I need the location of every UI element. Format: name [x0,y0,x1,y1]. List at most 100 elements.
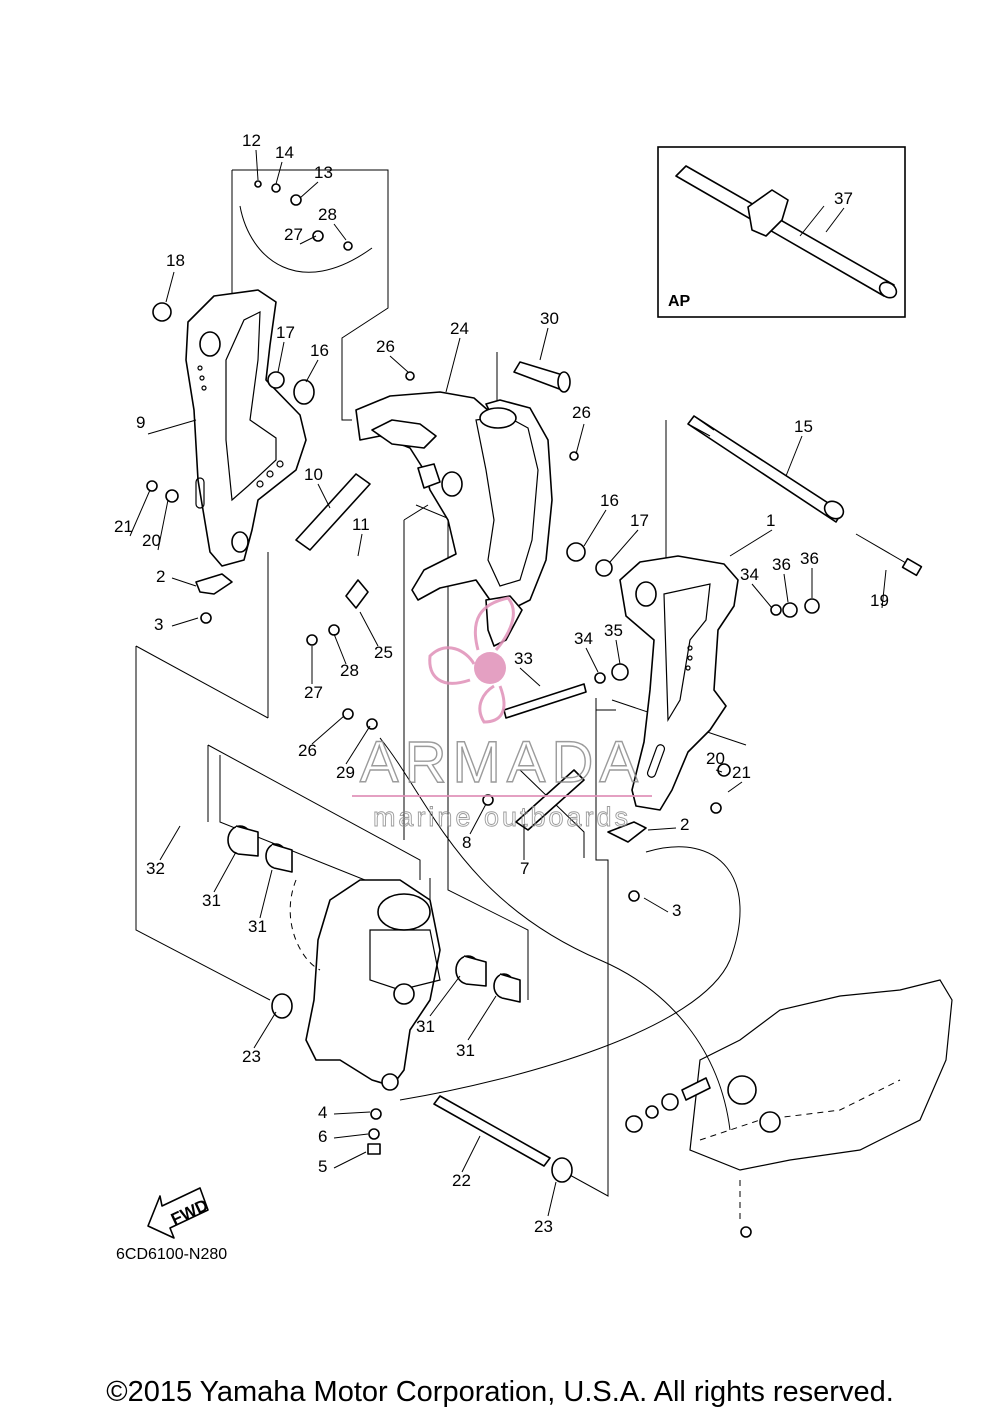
drawing-code: 6CD6100-N280 [116,1246,228,1263]
callout-31: 31 [202,891,221,910]
leader-line [165,271,175,303]
leader-line [305,359,319,383]
leader-line [333,633,347,665]
watermark-brand: ARMADA [360,730,644,795]
inset-box-ap: AP [657,146,906,318]
leader-line [333,223,347,241]
leader-line [159,825,181,861]
bushings-31 [227,825,573,1183]
callout-21: 21 [732,763,751,782]
leader-line [171,577,197,587]
callout-14: 14 [275,143,294,162]
callout-25: 25 [374,643,393,662]
leader-line [461,1135,481,1173]
callout-37: 37 [834,189,853,208]
copyright-notice: ©2015 Yamaha Motor Corporation, U.S.A. A… [106,1376,894,1408]
leader-line [715,769,723,773]
leader-line [129,489,151,537]
leader-line [429,975,461,1017]
callout-6: 6 [318,1127,327,1146]
engine-mount-section [625,979,953,1238]
steering-shaft-15 [687,415,923,577]
callout-5: 5 [318,1157,327,1176]
callout-20: 20 [142,531,161,550]
callout-23: 23 [242,1047,261,1066]
callout-36: 36 [800,549,819,568]
callout-23: 23 [534,1217,553,1236]
leader-line [253,1011,277,1049]
callout-20: 20 [706,749,725,768]
hardware [146,180,820,1155]
callout-11: 11 [352,515,370,534]
leader-line [299,235,317,245]
callout-31: 31 [248,917,267,936]
callout-16: 16 [310,341,329,360]
callout-30: 30 [540,309,559,328]
callout-1: 1 [766,511,775,530]
callout-33: 33 [514,649,533,668]
callout-15: 15 [794,417,813,436]
leader-line [333,1111,371,1115]
leader-line [585,647,599,673]
callout-12: 12 [242,131,261,150]
power-tilt-trim-unit [289,879,441,1091]
leader-line [389,355,409,373]
tilt-pin-22 [433,1095,551,1167]
leader-line [171,617,199,627]
forward-direction-arrow: FWD [147,1187,211,1239]
leader-line [519,667,541,687]
callout-18: 18 [166,251,185,270]
callout-34: 34 [740,565,759,584]
callout-8: 8 [462,833,471,852]
leader-line [539,327,549,361]
callout-27: 27 [284,225,303,244]
callout-35: 35 [604,621,623,640]
leader-line [275,161,283,185]
leader-line [469,803,487,835]
callout-16: 16 [600,491,619,510]
inset-label: AP [668,293,691,310]
callout-7: 7 [520,859,529,878]
callout-2: 2 [680,815,689,834]
leader-line [575,423,585,455]
leader-line [643,897,669,913]
callout-31: 31 [456,1041,475,1060]
leader-line [157,499,169,551]
leader-line [881,569,887,609]
leader-line [547,1181,557,1217]
swivel-bracket-24 [355,391,553,647]
leader-line [345,725,371,765]
leader-line [359,611,379,647]
callout-36: 36 [772,555,791,574]
reference-lines [135,169,747,1197]
steering-rod-37 [675,165,898,299]
leader-line [615,639,621,665]
callout-17: 17 [276,323,295,342]
leader-line [783,573,789,603]
leader-line [147,419,197,435]
leader-line [333,1151,367,1169]
part-callouts: 12 14 13 28 27 18 17 16 26 24 30 26 37 1… [114,131,889,1236]
leader-line [583,509,607,547]
watermark-tagline: marine outboards [373,802,631,832]
callout-32: 32 [146,859,165,878]
leader-line [259,869,273,919]
callout-28: 28 [340,661,359,680]
callout-31: 31 [416,1017,435,1036]
leader-line [277,341,285,373]
callout-26: 26 [376,337,395,356]
callout-17: 17 [630,511,649,530]
leader-line [825,207,845,233]
callout-22: 22 [452,1171,471,1190]
leader-line [333,1133,369,1139]
callout-4: 4 [318,1103,327,1122]
leader-line [299,181,319,199]
leader-line [311,715,345,745]
callout-27: 27 [304,683,323,702]
leader-lines [129,149,887,1217]
callout-28: 28 [318,205,337,224]
leader-line [785,435,803,477]
clamp-bracket-left-9 [185,289,307,567]
leader-line [317,483,331,509]
